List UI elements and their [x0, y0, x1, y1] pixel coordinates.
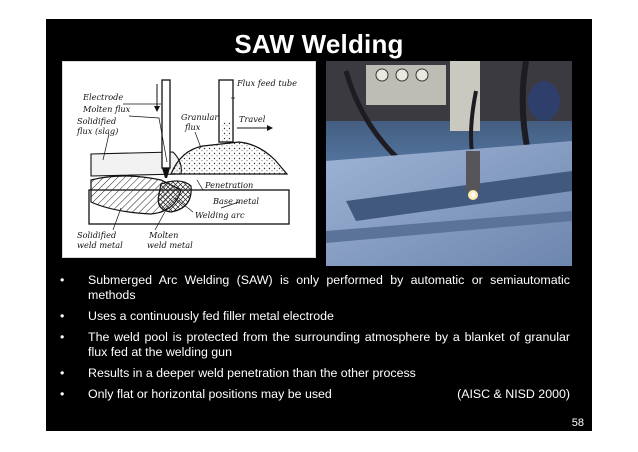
label-granular-flux-2: flux: [184, 122, 201, 132]
label-solidified-weld-2: weld metal: [77, 240, 123, 250]
bullet-symbol: •: [60, 387, 65, 401]
list-item: • The weld pool is protected from the su…: [60, 330, 570, 360]
label-solidified-flux-1: Solidified: [77, 116, 116, 126]
saw-welding-photo: [326, 61, 572, 266]
label-base-metal: Base metal: [212, 196, 259, 206]
slide-title: SAW Welding: [234, 29, 404, 59]
granular-flux-shape: [170, 141, 289, 175]
list-item: • Submerged Arc Welding (SAW) is only pe…: [60, 273, 570, 303]
label-welding-arc: Welding arc: [195, 210, 245, 220]
label-travel: Travel: [239, 114, 266, 124]
label-solidified-flux-2: flux (slag): [76, 126, 118, 136]
list-item: • Only flat or horizontal positions may …: [60, 387, 570, 402]
bullet-text: The weld pool is protected from the surr…: [88, 330, 570, 359]
label-granular-flux-1: Granular: [181, 112, 219, 122]
bullet-text: Only flat or horizontal positions may be…: [88, 387, 332, 401]
label-solidified-weld-1: Solidified: [77, 230, 116, 240]
electrode-tip: [162, 168, 170, 178]
bullet-symbol: •: [60, 309, 65, 323]
label-penetration: Penetration: [204, 180, 253, 190]
bullet-symbol: •: [60, 330, 65, 344]
list-item: • Uses a continuously fed filler metal e…: [60, 309, 570, 324]
list-item: • Results in a deeper weld penetration t…: [60, 366, 570, 381]
bullet-list: • Submerged Arc Welding (SAW) is only pe…: [60, 273, 570, 408]
label-molten-weld-1: Molten: [148, 230, 178, 240]
bullet-text: Submerged Arc Welding (SAW) is only perf…: [88, 273, 570, 302]
citation: (AISC & NISD 2000): [457, 387, 570, 401]
saw-process-diagram: Electrode Molten flux Solidified flux (s…: [62, 61, 316, 258]
bullet-text: Results in a deeper weld penetration tha…: [88, 366, 416, 380]
bullet-symbol: •: [60, 273, 65, 287]
saw-diagram-drawing: Electrode Molten flux Solidified flux (s…: [76, 78, 297, 250]
bullet-text: Uses a continuously fed filler metal ele…: [88, 309, 334, 323]
bullet-symbol: •: [60, 366, 65, 380]
label-flux-feed-tube: Flux feed tube: [236, 78, 297, 88]
label-electrode: Electrode: [82, 92, 123, 102]
photo-illustration: [326, 61, 572, 266]
page-number: 58: [571, 417, 584, 429]
label-molten-weld-2: weld metal: [147, 240, 193, 250]
slide: SAW Welding: [46, 19, 592, 431]
label-molten-flux: Molten flux: [82, 104, 131, 114]
